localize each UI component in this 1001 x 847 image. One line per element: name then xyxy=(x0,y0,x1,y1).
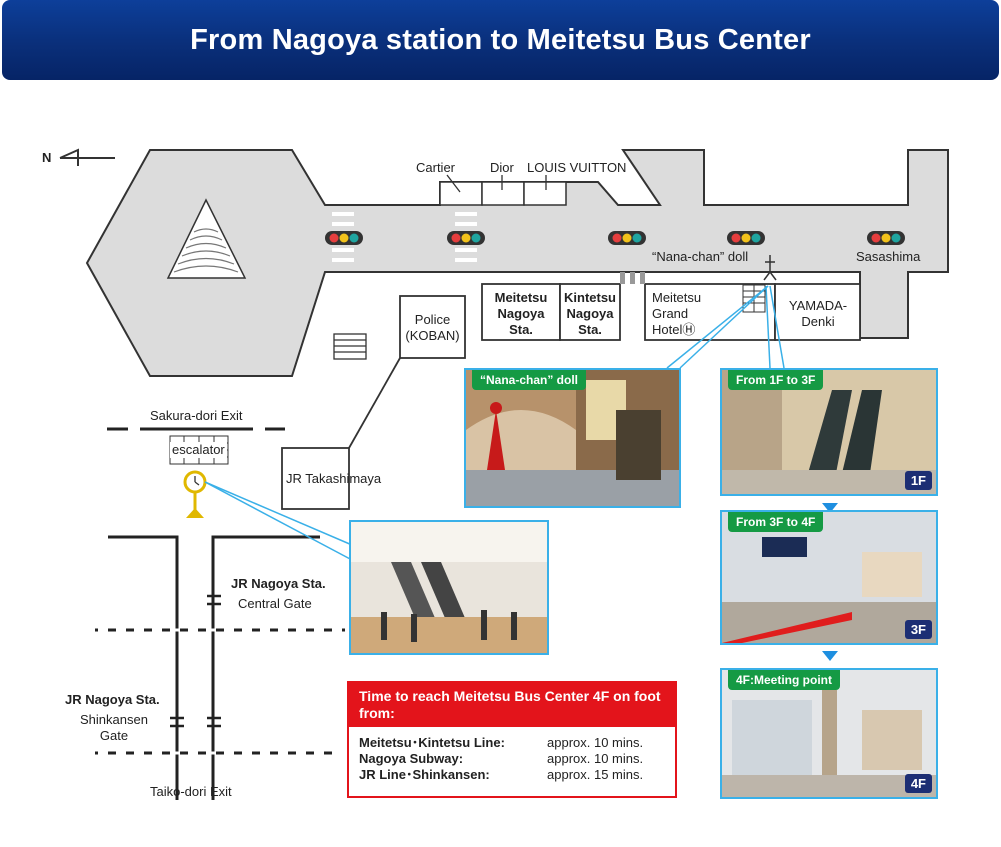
kintetsu-station-label: Kintetsu Nagoya Sta. xyxy=(564,290,616,337)
clock-icon xyxy=(183,470,207,518)
escalator-photo xyxy=(349,520,549,655)
escalator-label: escalator xyxy=(170,442,227,458)
arrow-down-icon xyxy=(822,503,838,513)
tag-1f-to-3f: From 1F to 3F xyxy=(728,370,824,390)
sasashima-label: Sasashima xyxy=(856,249,921,264)
station-buildings xyxy=(481,283,861,341)
police-label: Police (KOBAN) xyxy=(405,312,460,343)
north-arrow-icon xyxy=(59,148,115,166)
statue-triangle xyxy=(166,198,247,279)
photo-1f: From 1F to 3F 1F xyxy=(720,368,938,496)
escalator-photo-image xyxy=(351,522,547,653)
table-row: Meitetsu･Kintetsu Line:approx. 10 mins. xyxy=(359,735,644,750)
table-row: Nagoya Subway:approx. 10 mins. xyxy=(359,751,644,766)
meitetsu-hotel-label: Meitetsu Grand HotelⒽ xyxy=(652,290,702,337)
photo-4f: 4F:Meeting point 4F xyxy=(720,668,938,799)
north-label: N xyxy=(42,150,52,165)
shop-dior: Dior xyxy=(490,160,514,175)
nana-chan-tag: “Nana-chan” doll xyxy=(472,370,587,390)
shop-cartier: Cartier xyxy=(416,160,456,175)
meitetsu-station-label: Meitetsu Nagoya Sta. xyxy=(494,290,548,337)
doll-marker xyxy=(763,255,777,281)
takashimaya-label: JR Takashimaya xyxy=(286,471,382,486)
nana-chan-photo: “Nana-chan” doll xyxy=(464,368,681,508)
photo-leader-lines xyxy=(204,285,785,561)
stairs-icon xyxy=(333,333,367,360)
nana-chan-label: “Nana-chan” doll xyxy=(652,249,749,264)
walking-time-title: Time to reach Meitetsu Bus Center 4F on … xyxy=(349,683,675,727)
jr-central-label: JR Nagoya Sta. xyxy=(231,576,326,591)
tag-3f-to-4f: From 3F to 4F xyxy=(728,512,824,532)
gate-marks xyxy=(170,594,221,728)
pillars xyxy=(620,272,645,284)
crosswalks xyxy=(332,212,477,262)
shop-leader-lines xyxy=(446,174,547,193)
page-title: From Nagoya station to Meitetsu Bus Cent… xyxy=(190,23,811,56)
page-header: From Nagoya station to Meitetsu Bus Cent… xyxy=(2,0,999,80)
tag-meeting-point: 4F:Meeting point xyxy=(728,670,840,690)
shop-boxes xyxy=(439,181,567,206)
police-and-takashimaya xyxy=(281,295,466,510)
sakura-exit-label: Sakura-dori Exit xyxy=(150,408,243,423)
walking-time-box: Time to reach Meitetsu Bus Center 4F on … xyxy=(347,681,677,798)
table-row: JR Line･Shinkansen:approx. 15 mins. xyxy=(359,767,644,782)
floor-badge-3f: 3F xyxy=(904,620,932,639)
walking-time-table: Meitetsu･Kintetsu Line:approx. 10 mins. … xyxy=(359,735,651,783)
floor-badge-4f: 4F xyxy=(904,774,932,793)
photo-3f: From 3F to 4F 3F xyxy=(720,510,938,645)
traffic-lights xyxy=(325,231,905,245)
central-gate-label: Central Gate xyxy=(238,596,312,611)
yamada-label: YAMADA- Denki xyxy=(788,298,848,329)
nana-chan-photo-image xyxy=(466,370,679,506)
shinkansen-gate-label: Shinkansen Gate xyxy=(80,712,148,743)
arrow-down-icon-2 xyxy=(822,651,838,661)
taiko-exit-label: Taiko-dori Exit xyxy=(150,784,232,799)
floor-badge-1f: 1F xyxy=(904,471,932,490)
photo-1f-image xyxy=(722,370,936,494)
photo-4f-image xyxy=(722,670,936,797)
photo-3f-image xyxy=(722,512,936,643)
jr-shinkansen-label: JR Nagoya Sta. xyxy=(65,692,160,707)
shop-louis-vuitton: LOUIS VUITTON xyxy=(527,160,627,175)
hotel-mark-icon: Ⓗ xyxy=(682,322,696,337)
jr-tracks xyxy=(98,628,345,755)
